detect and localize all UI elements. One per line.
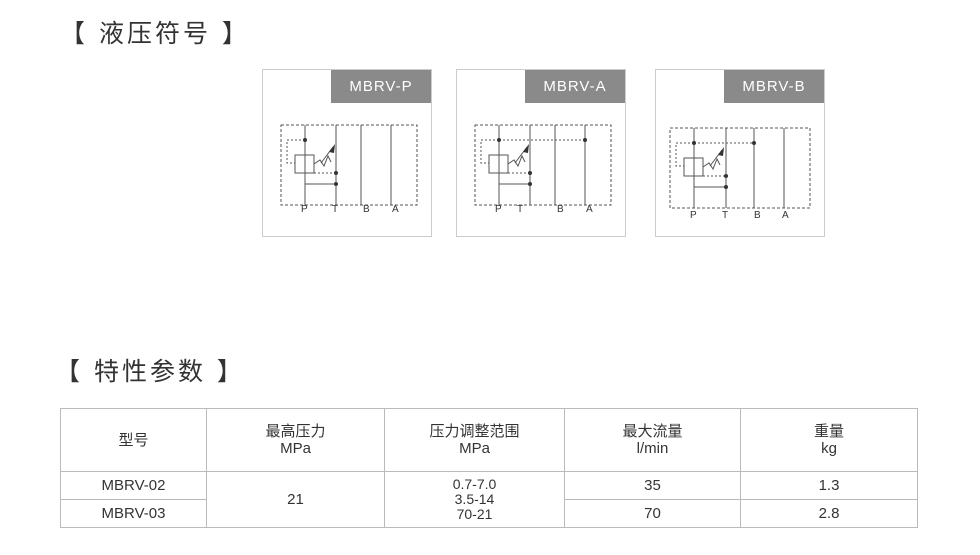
header-model: 型号 — [60, 408, 207, 472]
port-label: T — [517, 204, 524, 215]
hydraulic-symbol-icon — [474, 124, 612, 206]
port-label: P — [690, 210, 697, 221]
cell-max-pressure: 21 — [206, 471, 385, 528]
symbol-card-mbrv-b: MBRV-B P T B A — [655, 69, 825, 237]
port-label: A — [586, 204, 593, 215]
cell-flow: 35 — [564, 471, 741, 500]
port-label: P — [495, 204, 502, 215]
port-label: B — [557, 204, 564, 215]
port-label: B — [363, 204, 370, 215]
cell-model: MBRV-02 — [60, 471, 207, 500]
cell-model: MBRV-03 — [60, 499, 207, 528]
symbol-card-mbrv-p: MBRV-P P T B A — [262, 69, 432, 237]
section-title-hydraulic-symbols: 【 液压符号 】 — [60, 19, 250, 48]
symbol-label: MBRV-B — [724, 70, 824, 103]
symbol-card-mbrv-a: MBRV-A P T B A — [456, 69, 626, 237]
port-label: A — [782, 210, 789, 221]
hydraulic-symbol-icon — [669, 127, 811, 209]
cell-weight: 2.8 — [740, 499, 918, 528]
symbol-label: MBRV-P — [331, 70, 431, 103]
table-row: MBRV-03 70 2.8 — [60, 499, 918, 528]
port-label: B — [754, 210, 761, 221]
cell-flow: 70 — [564, 499, 741, 528]
cell-weight: 1.3 — [740, 471, 918, 500]
symbol-label: MBRV-A — [525, 70, 625, 103]
hydraulic-symbol-icon — [280, 124, 418, 206]
port-label: P — [301, 204, 308, 215]
port-label: A — [392, 204, 399, 215]
section-title-characteristics: 【 特性参数 】 — [55, 357, 245, 386]
port-label: T — [332, 204, 339, 215]
port-label: T — [722, 210, 729, 221]
